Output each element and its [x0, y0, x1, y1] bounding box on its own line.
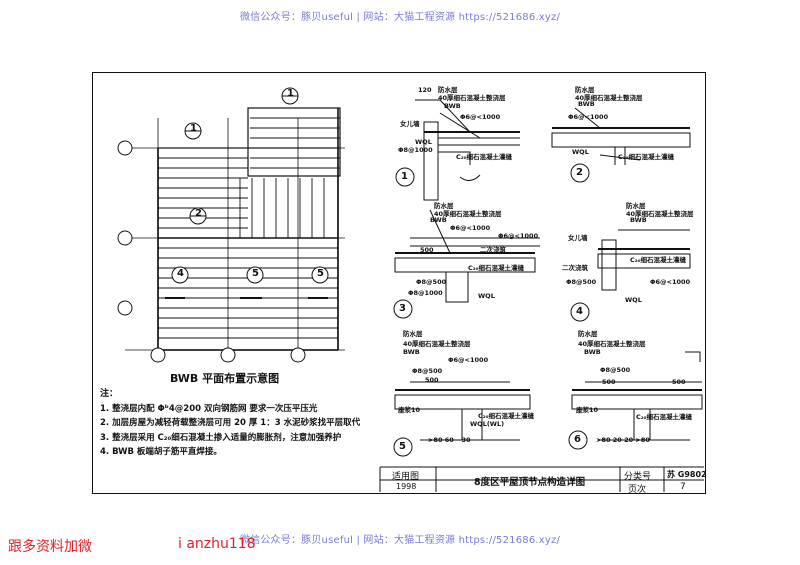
note-item: 4. BWB 板端胡子筋平直焊接。 — [100, 447, 222, 458]
detail-5 — [393, 381, 531, 457]
detail-3 — [393, 209, 540, 319]
detail-number: 4 — [576, 306, 583, 317]
label-c20: C₂₀细石混凝土灌缝 — [618, 153, 674, 161]
section-marker: 2 — [195, 208, 202, 219]
titleblock-category-label: 分类号 — [624, 472, 652, 482]
label-500: 500 — [425, 376, 439, 384]
titleblock-scope-value: 1998 — [396, 482, 417, 491]
label-500: 500 — [420, 246, 434, 254]
promo-text-left: 跟多资料加微 — [8, 539, 92, 555]
label-waterproof: 防水层 — [575, 86, 595, 94]
promo-text-right: i anzhu118 — [178, 536, 256, 552]
label-waterproof: 防水层 — [403, 330, 423, 338]
label-c20: C₂₀细石混凝土灌缝 — [478, 412, 534, 420]
label-parapet: 女儿墙 — [400, 120, 420, 128]
label-rebar: Φ6@<1000 — [568, 113, 609, 121]
label-waterproof: 防水层 — [438, 86, 458, 94]
label-phi8: Φ8@1000 — [398, 146, 433, 154]
titleblock-title: 8度区平屋顶节点构造详图 — [474, 477, 586, 488]
label-parapet: 女儿墙 — [568, 234, 588, 242]
label-waterproof: 防水层 — [434, 202, 454, 210]
label-pour: 二次浇筑 — [562, 264, 588, 272]
label-bwb: BWB — [430, 216, 447, 224]
label-waterproof: 防水层 — [626, 202, 646, 210]
label-wql: WQL — [415, 138, 432, 146]
label-mortar: 座浆10 — [576, 406, 599, 414]
label-mortar: 座浆10 — [398, 406, 421, 414]
title-block-lines — [379, 466, 704, 492]
detail-number: 1 — [401, 171, 408, 182]
drawing-sheet — [92, 72, 706, 494]
label-c20: C₂₀细石混凝土灌缝 — [630, 256, 686, 264]
notes-block: 注： 1. 整浇层内配 Φᵇ4@200 双向钢筋网 要求一次压平压光 2. 加层… — [100, 387, 360, 460]
label-phi8: Φ8@500 — [600, 366, 631, 374]
label-phi8b: Φ8@1000 — [408, 289, 443, 297]
label-dims5: >80 60 ~30 — [428, 436, 471, 444]
watermark-top: 微信公众号：豚贝useful | 网站：大猫工程资源 https://52168… — [239, 12, 561, 23]
section-marker: 1 — [190, 123, 197, 134]
label-topping: 40厚细石混凝土整浇层 — [578, 340, 646, 348]
label-rebar: Φ6@<1000 — [460, 113, 501, 121]
label-phi8: Φ8@500 — [566, 278, 597, 286]
label-bwb: BWB — [630, 216, 647, 224]
label-c20: C₂₀细石混凝土灌缝 — [636, 413, 692, 421]
label-rebar: Φ6@<1000 — [498, 232, 539, 240]
titleblock-page-value: 7 — [680, 482, 686, 492]
note-item: 1. 整浇层内配 Φᵇ4@200 双向钢筋网 要求一次压平压光 — [100, 403, 318, 414]
label-500: 500 — [602, 378, 616, 386]
detail-number: 5 — [399, 441, 406, 452]
label-topping: 40厚细石混凝土整浇层 — [434, 210, 502, 218]
label-bwb: BWB — [444, 102, 461, 110]
detail-6 — [568, 351, 703, 450]
titleblock-scope-label: 适用图 — [392, 472, 420, 482]
label-phi8: Φ8@500 — [412, 367, 443, 375]
label-wql: WQL — [478, 292, 495, 300]
section-marker: 5 — [252, 268, 259, 279]
label-c20: C₂₀细石混凝土灌缝 — [468, 264, 524, 272]
label-dim120: 120 — [418, 86, 432, 94]
note-item: 2. 加层房屋为减轻荷载整浇层可用 20 厚 1：3 水泥砂浆找平层取代 — [100, 418, 361, 429]
label-bwb: BWB — [584, 348, 601, 356]
label-wql: WQL — [625, 296, 642, 304]
label-dims6: >80 20 20 >80 — [596, 436, 650, 444]
label-bwb: BWB — [403, 348, 420, 356]
label-topping: 40厚细石混凝土整浇层 — [438, 94, 506, 102]
notes-heading: 注： — [100, 389, 119, 399]
note-item: 3. 整浇层采用 C₂₀细石混凝土掺入适量的膨胀剂，注意加强养护 — [100, 432, 342, 443]
label-waterproof: 防水层 — [578, 330, 598, 338]
label-rebar: Φ6@<1000 — [650, 278, 691, 286]
detail-number: 3 — [399, 303, 406, 314]
detail-2 — [551, 107, 691, 183]
section-marker: 4 — [177, 268, 184, 279]
watermark-bottom: 微信公众号：豚贝useful | 网站：大猫工程资源 https://52168… — [239, 535, 561, 546]
label-500: 500 — [672, 378, 686, 386]
label-topping: 40厚细石混凝土整浇层 — [403, 340, 471, 348]
label-wql: WQL — [572, 148, 589, 156]
titleblock-category-value: 苏 G9802 — [667, 470, 707, 479]
plan-view — [117, 87, 345, 363]
label-phi8: Φ8@500 — [416, 278, 447, 286]
label-rebar: Φ6@<1000 — [450, 224, 491, 232]
label-topping: 40厚细石混凝土整浇层 — [626, 210, 694, 218]
detail-number: 2 — [576, 167, 583, 178]
label-topping: 40厚细石混凝土整浇层 — [575, 94, 643, 102]
label-c20: C₂₀细石混凝土灌缝 — [456, 153, 512, 161]
section-marker: 1 — [287, 88, 294, 99]
label-rebar: Φ6@<1000 — [448, 356, 489, 364]
detail-4 — [570, 229, 691, 322]
titleblock-page-label: 页次 — [628, 485, 647, 495]
label-wql-wl: WQL(WL) — [470, 420, 505, 428]
label-pour: 二次浇筑 — [480, 246, 506, 254]
detail-1 — [395, 99, 520, 201]
plan-title: BWB 平面布置示意图 — [170, 372, 280, 385]
section-marker: 5 — [317, 268, 324, 279]
detail-number: 6 — [574, 434, 581, 445]
label-bwb: BWB — [578, 100, 595, 108]
